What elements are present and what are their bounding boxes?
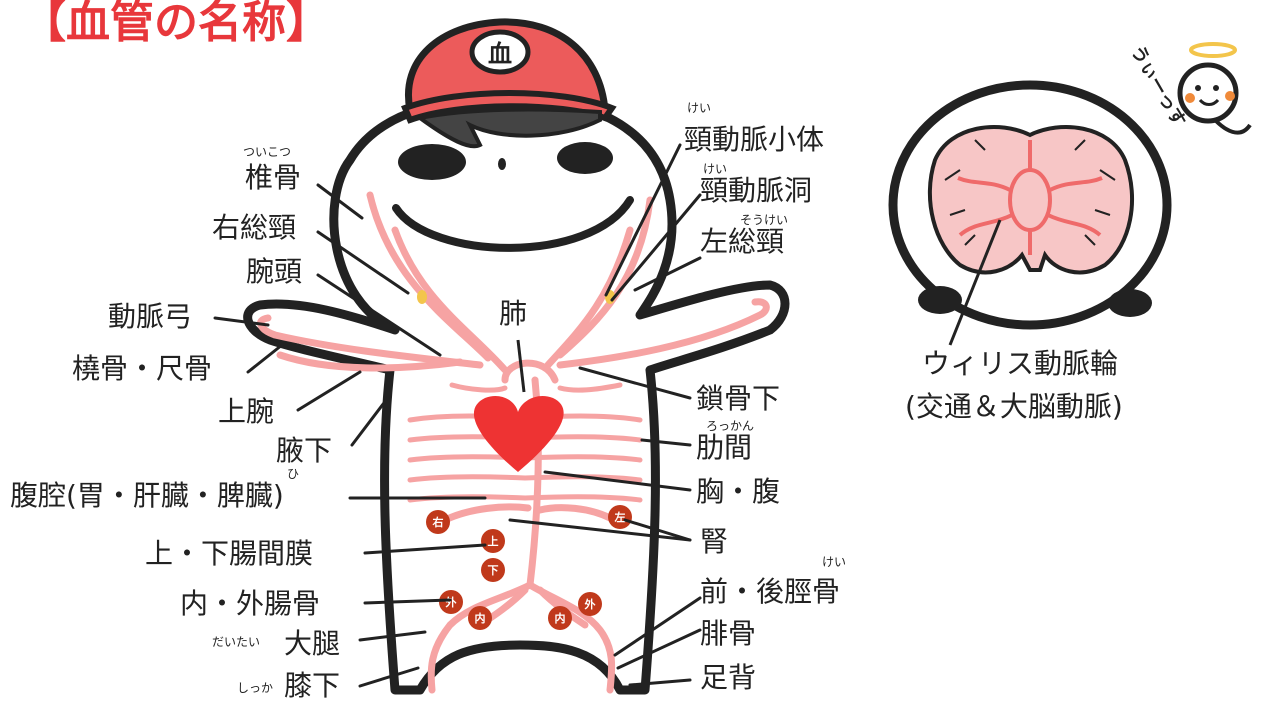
label-dorsalis-pedis: 足背: [700, 661, 757, 694]
nose: [498, 158, 506, 170]
label-carotid-sinus: 頸動脈洞: [700, 174, 813, 207]
svg-text:左: 左: [614, 510, 626, 524]
label-popliteal: 膝下: [284, 669, 341, 702]
hair: [415, 107, 602, 149]
left-eye: [398, 144, 466, 180]
label-brachiocephalic: 腕頭: [246, 255, 303, 288]
svg-text:外: 外: [584, 597, 596, 611]
label-subclavian: 鎖骨下: [696, 382, 781, 415]
label-intercostal: 肋間: [696, 431, 753, 464]
svg-text:外: 外: [445, 595, 457, 609]
label-pulmonary: 肺: [499, 297, 528, 330]
label-carotid-body: 頸動脈小体: [684, 123, 825, 156]
svg-text:下: 下: [488, 564, 499, 577]
badge-inner-left: 内: [468, 606, 492, 630]
carotid-body-mark-left: [417, 290, 427, 304]
badge-outer-right: 外: [578, 592, 602, 616]
badge-outer-left: 外: [439, 590, 463, 614]
label-circle-of-willis: ウィリス動脈輪: [922, 347, 1119, 380]
carotid-body-ruby: けい: [687, 101, 712, 115]
badge-inner-right: 内: [548, 606, 572, 630]
badge-right: 右: [426, 510, 450, 534]
label-brachial: 上腕: [218, 395, 275, 428]
label-iliac: 内・外腸骨: [180, 587, 321, 620]
femoral-ruby: だいたい: [212, 635, 261, 649]
right-eye: [557, 142, 613, 174]
heart: [473, 395, 564, 472]
label-radial-ulnar: 橈骨・尺骨: [72, 352, 213, 385]
label-vertebral: 椎骨: [245, 161, 302, 194]
leader-lines: [213, 143, 702, 688]
label-axillary: 腋下: [276, 434, 333, 467]
mouth: [392, 196, 634, 252]
label-femoral: 大腿: [284, 627, 341, 660]
cap-emblem-text: 血: [488, 40, 512, 68]
badge-left: 左: [608, 505, 632, 529]
label-mesenteric: 上・下腸間膜: [145, 537, 314, 570]
page-title: 【血管の名称】: [22, 0, 330, 48]
angel-mascot: [1177, 42, 1252, 135]
label-celiac: 腹腔(胃・肝臓・脾臓): [10, 479, 284, 512]
vessel-network: [257, 191, 770, 694]
carotid-sinus-ruby: けい: [703, 162, 728, 176]
left-common-carotid-ruby: そうけい: [740, 213, 789, 227]
cap-brim: [401, 90, 617, 124]
svg-text:内: 内: [555, 611, 566, 625]
label-right-common-carotid: 右総頸: [212, 211, 297, 244]
svg-text:上: 上: [488, 534, 499, 548]
label-thoracic-abdominal: 胸・腹: [696, 475, 781, 508]
label-circle-of-willis-sub: (交通＆大脳動脈): [905, 390, 1123, 423]
label-peroneal: 腓骨: [700, 617, 757, 650]
badge-upper: 上: [481, 529, 505, 553]
svg-text:右: 右: [432, 515, 444, 529]
intercostal-ruby: ろっかん: [706, 419, 755, 433]
svg-text:内: 内: [475, 611, 486, 625]
lung-pointer-line: [516, 339, 526, 393]
badge-lower: 下: [481, 558, 505, 582]
vertebral-ruby: ついこつ: [243, 145, 292, 159]
brain-figure: [888, 80, 1172, 346]
tibial-ruby: けい: [822, 555, 847, 569]
label-left-common-carotid: 左総頸: [700, 225, 785, 258]
label-renal: 腎: [700, 525, 729, 558]
label-tibial: 前・後脛骨: [700, 575, 841, 608]
celiac-ruby: ひ: [287, 467, 300, 481]
popliteal-ruby: しっか: [237, 681, 274, 695]
label-aortic-arch: 動脈弓: [108, 300, 193, 333]
cap-emblem: [469, 29, 531, 75]
